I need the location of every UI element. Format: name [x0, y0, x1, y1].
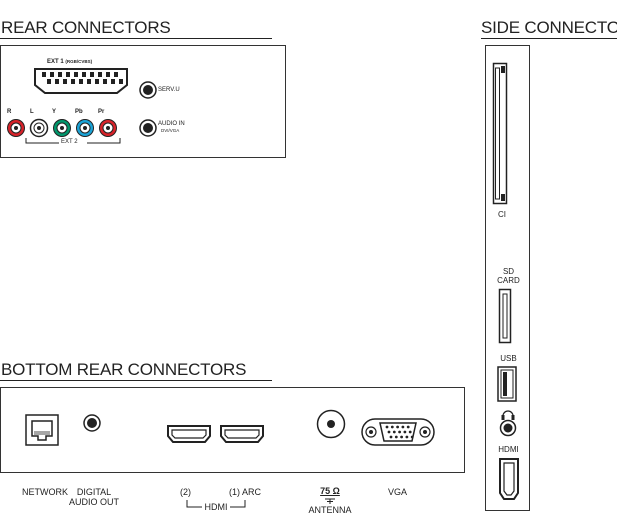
side-hdmi-port-icon: [499, 458, 519, 500]
rca-jack-pb-icon: [76, 119, 94, 137]
vga-port-icon: [361, 418, 435, 446]
rca-label-r: R: [7, 109, 12, 115]
ci-label: CI: [498, 210, 506, 219]
antenna-ground-icon: [325, 498, 335, 504]
antenna-impedance-label: 75 Ω: [320, 486, 340, 496]
scart-connector-icon: [34, 68, 128, 94]
rca-label-pr: Pr: [98, 109, 105, 115]
bottom-title-rule: [0, 380, 272, 381]
rca-jack-l-icon: [29, 118, 49, 138]
hdmi-1-arc-port-icon: [220, 425, 264, 443]
usb-port-icon: [497, 366, 517, 402]
rear-connectors-panel: EXT 1 (RGB/CVBS) R L Y Pb Pr EXT 2 SERV.…: [0, 45, 286, 158]
sd-label-line1: SD: [502, 267, 515, 276]
digital-audio-out-jack-icon: [83, 414, 101, 432]
side-hdmi-label: HDMI: [498, 445, 519, 454]
hdmi-group-label: HDMI: [204, 502, 228, 512]
side-connectors-panel: CI SD CARD USB HDMI: [485, 45, 530, 511]
rear-connectors-title: REAR CONNECTORS: [1, 18, 171, 37]
side-title-rule: [481, 38, 617, 39]
serv-u-jack-icon: [139, 81, 157, 99]
ext1-sub-text: (RGB/CVBS): [65, 59, 93, 64]
rca-jack-y-icon: [53, 119, 71, 137]
hdmi-1-arc-label: (1) ARC: [229, 487, 262, 497]
audio-in-jack-icon: [139, 119, 157, 137]
audio-in-label: AUDIO IN: [158, 121, 185, 127]
side-connectors-title: SIDE CONNECTORS: [481, 18, 617, 37]
network-label: NETWORK: [22, 487, 68, 497]
ext2-bracket-icon: [25, 138, 121, 144]
ext2-label: EXT 2: [61, 139, 78, 145]
hdmi-group-bracket-icon: [186, 500, 246, 508]
ext1-label-text: EXT 1: [47, 59, 64, 65]
antenna-connector-icon: [316, 409, 346, 439]
rca-label-pb: Pb: [75, 109, 83, 115]
bottom-rear-connectors-panel: [0, 387, 465, 473]
usb-label: USB: [500, 354, 517, 363]
vga-label: VGA: [388, 487, 408, 497]
ci-slot-icon: [492, 62, 508, 205]
hdmi-2-label: (2): [180, 487, 191, 497]
rca-jacks: [7, 118, 117, 138]
sd-card-slot-icon: [498, 288, 512, 344]
serv-u-label: SERV.U: [158, 87, 180, 93]
rca-label-l: L: [30, 109, 34, 115]
antenna-label: ANTENNA: [308, 505, 352, 515]
bottom-rear-connectors-title: BOTTOM REAR CONNECTORS: [1, 360, 247, 379]
digital-audio-label-1: DIGITAL: [76, 487, 112, 497]
rear-title-rule: [0, 38, 272, 39]
ext1-label: EXT 1 (RGB/CVBS): [47, 59, 92, 65]
headphone-jack-icon: [499, 410, 517, 437]
rca-label-row: R L Y Pb Pr: [1, 109, 131, 119]
network-port-icon: [25, 414, 59, 446]
rca-label-y: Y: [52, 109, 57, 115]
digital-audio-label-2: AUDIO OUT: [68, 497, 119, 507]
hdmi-2-port-icon: [167, 425, 211, 443]
rca-jack-pr-icon: [99, 119, 117, 137]
audio-in-sub-label: DVI/VGA: [161, 128, 180, 133]
sd-label-line2: CARD: [497, 276, 520, 285]
rca-jack-r-icon: [7, 119, 25, 137]
